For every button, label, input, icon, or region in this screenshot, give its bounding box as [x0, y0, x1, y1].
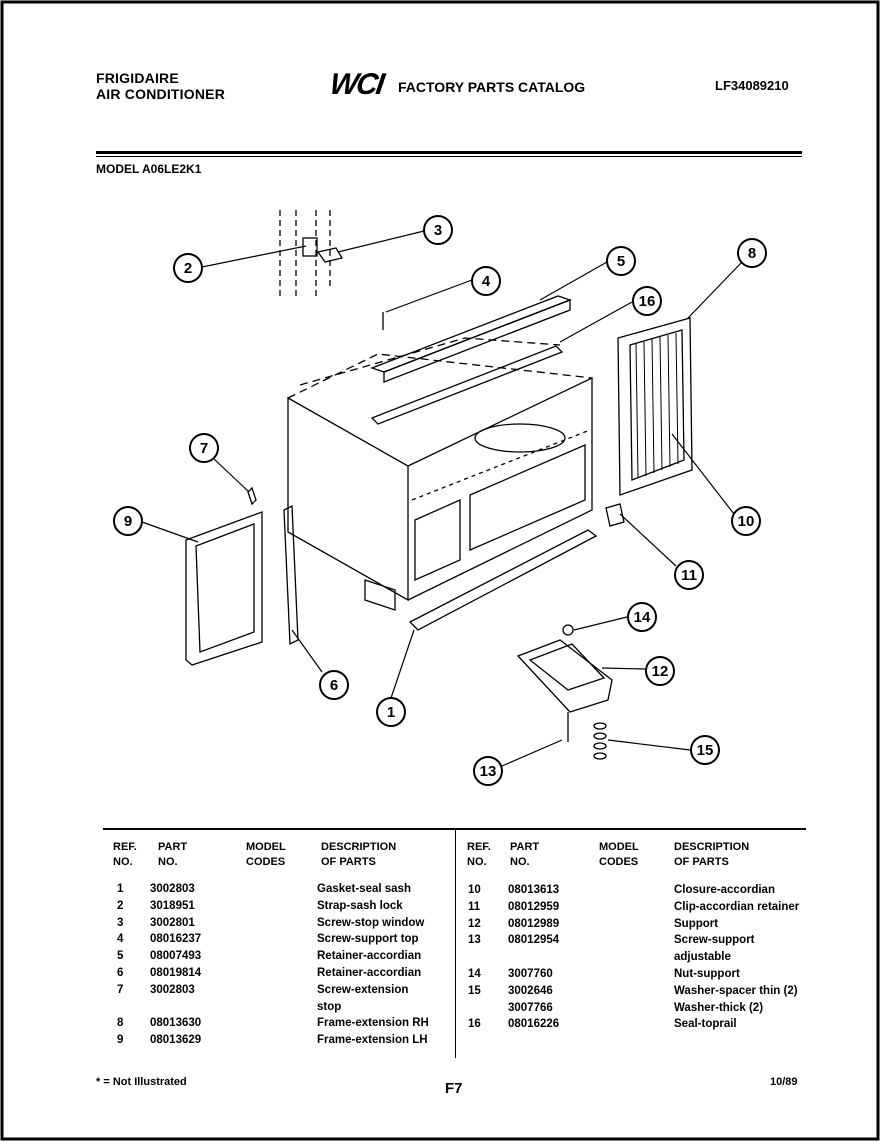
header-rule [96, 151, 802, 154]
header-rule-thin [96, 156, 802, 157]
header-part-label2: NO. [510, 856, 530, 868]
header-desc-label2: OF PARTS [321, 856, 376, 868]
header-desc-label: DESCRIPTION [321, 841, 397, 853]
not-illustrated-note: * = Not Illustrated [96, 1076, 187, 1088]
leader-lines [141, 230, 743, 767]
support-bracket [516, 639, 613, 713]
header-ref-right: REF. NO. [467, 840, 491, 870]
brand-block: FRIGIDAIRE AIR CONDITIONER [96, 70, 225, 102]
page-number: F7 [445, 1080, 463, 1097]
exploded-parts-diagram: 1 2 3 4 5 6 7 8 9 10 11 12 13 14 15 16 [113, 210, 767, 786]
callout-7: 7 [189, 433, 219, 463]
callout-13: 13 [473, 756, 503, 786]
callout-4: 4 [471, 266, 501, 296]
callout-9-label: 9 [124, 513, 132, 530]
callout-15-label: 15 [697, 742, 714, 759]
header-part-label: PART [510, 841, 540, 853]
header-ref-label2: NO. [467, 856, 487, 868]
header-part-left: PART NO. [158, 840, 187, 870]
retainer-accordian-6 [283, 504, 299, 646]
brand-name: FRIGIDAIRE [96, 70, 179, 86]
callout-12-label: 12 [652, 663, 669, 680]
nut-support [562, 624, 574, 636]
table-divider [455, 828, 456, 1058]
callout-6: 6 [319, 670, 349, 700]
callout-5-label: 5 [617, 253, 625, 270]
header-model-label: MODEL [246, 841, 286, 853]
model-number: MODEL A06LE2K1 [96, 162, 202, 176]
callout-1-label: 1 [387, 704, 395, 721]
top-rails [370, 295, 572, 425]
callout-2: 2 [173, 253, 203, 283]
callout-6-label: 6 [330, 677, 338, 694]
header-model-right: MODEL CODES [599, 840, 639, 870]
header-part-label: PART [158, 841, 188, 853]
callout-10-label: 10 [738, 513, 755, 530]
callout-8: 8 [737, 238, 767, 268]
header-model-label2: CODES [246, 856, 286, 868]
callout-5: 5 [606, 246, 636, 276]
callout-1: 1 [376, 697, 406, 727]
right-description-column: Closure-accordian Clip-accordian retaine… [674, 884, 800, 1031]
callout-3: 3 [423, 215, 453, 245]
callout-13-label: 13 [480, 763, 497, 780]
right-part-column: 08013613 08012959 08012989 08012954 3007… [508, 884, 560, 1031]
header-ref-label2: NO. [113, 856, 133, 868]
callout-2-label: 2 [184, 260, 192, 277]
callout-11-label: 11 [681, 567, 697, 584]
frame-extension [185, 511, 263, 666]
callout-14-label: 14 [634, 609, 651, 626]
header-part-right: PART NO. [510, 840, 539, 870]
window-frame [279, 210, 331, 300]
header-desc-label: DESCRIPTION [674, 841, 750, 853]
product-type: AIR CONDITIONER [96, 86, 225, 102]
callout-11: 11 [674, 560, 704, 590]
accordion-closure [617, 317, 693, 496]
header-desc-right: DESCRIPTION OF PARTS [674, 840, 749, 870]
clip-accordian-retainer [605, 503, 625, 527]
callout-14: 14 [627, 602, 657, 632]
document-number: LF34089210 [715, 78, 789, 93]
callout-12: 12 [645, 656, 675, 686]
extension-screw [247, 486, 257, 506]
header-desc-left: DESCRIPTION OF PARTS [321, 840, 396, 870]
callout-4-label: 4 [482, 273, 491, 290]
right-ref-column: 10 11 12 13 14 15 16 [468, 884, 481, 1031]
callout-15: 15 [690, 735, 720, 765]
callout-8-label: 8 [748, 245, 756, 262]
revision-date: 10/89 [770, 1076, 798, 1088]
callout-9: 9 [113, 506, 143, 536]
cabinet [287, 337, 593, 611]
left-ref-column: 1 2 3 4 5 6 7 8 9 [117, 883, 124, 1047]
washers [593, 722, 607, 760]
header-model-left: MODEL CODES [246, 840, 286, 870]
callout-16-label: 16 [639, 293, 656, 310]
callout-7-label: 7 [200, 440, 208, 457]
sash-lock-part [302, 237, 318, 257]
header-part-label2: NO. [158, 856, 178, 868]
table-top-rule [103, 828, 806, 830]
gasket-seal-sash [408, 529, 598, 631]
header-ref-left: REF. NO. [113, 840, 137, 870]
stop-window-screw [316, 247, 344, 263]
callout-10: 10 [731, 506, 761, 536]
header-model-label: MODEL [599, 841, 639, 853]
left-part-column: 3002803 3018951 3002801 08016237 0800749… [150, 883, 202, 1047]
catalog-title: FACTORY PARTS CATALOG [398, 79, 586, 95]
left-description-column: Gasket-seal sash Strap-sash lock Screw-s… [317, 883, 429, 1047]
header-ref-label: REF. [467, 841, 491, 853]
callout-3-label: 3 [434, 222, 442, 239]
callout-16: 16 [632, 286, 662, 316]
header-desc-label2: OF PARTS [674, 856, 729, 868]
parts-table: REF. NO. PART NO. MODEL CODES DESCRIPTIO… [103, 828, 806, 1058]
header-ref-label: REF. [113, 841, 137, 853]
header-model-label2: CODES [599, 856, 639, 868]
